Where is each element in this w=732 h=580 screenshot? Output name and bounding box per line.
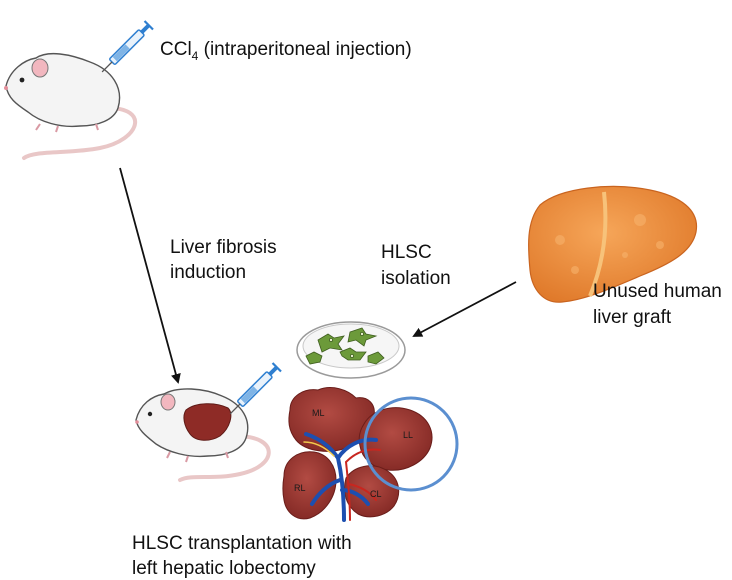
fibrosis-label-line2: induction bbox=[170, 262, 246, 283]
mouse-bottom bbox=[135, 388, 271, 482]
lobe-ml-label: ML bbox=[312, 408, 325, 418]
syringe-top-icon bbox=[101, 20, 154, 73]
transplant-label-line2: left hepatic lobectomy bbox=[132, 558, 316, 579]
mouse-top-tail bbox=[22, 106, 138, 160]
mouse-top-body bbox=[5, 52, 121, 128]
lobe-rl bbox=[282, 451, 337, 520]
cells-icon bbox=[305, 327, 385, 365]
resection-circle bbox=[363, 396, 459, 492]
isolation-label-line1: HLSC bbox=[381, 242, 432, 263]
graft-label-line1: Unused human bbox=[593, 281, 722, 302]
liver-lobes-diagram: ML LL RL CL bbox=[282, 387, 459, 522]
mouse-bottom-nose bbox=[135, 420, 139, 424]
vessels-icon bbox=[303, 432, 381, 522]
mouse-top-feet bbox=[35, 123, 99, 133]
lobe-cl-label: CL bbox=[370, 489, 382, 499]
mouse-top-eye bbox=[19, 77, 25, 83]
fibrosis-label-line1: Liver fibrosis bbox=[170, 237, 277, 258]
petri-dish-icon bbox=[296, 321, 406, 379]
fibrosis-arrow bbox=[119, 167, 181, 384]
human-liver-icon bbox=[527, 185, 698, 303]
mouse-top bbox=[4, 52, 138, 160]
mouse-top-nose bbox=[4, 86, 8, 90]
syringe-bottom-icon bbox=[229, 362, 282, 415]
mouse-bottom-eye bbox=[147, 411, 153, 417]
lobe-rl-label: RL bbox=[294, 483, 306, 493]
lobe-ll-label: LL bbox=[403, 430, 413, 440]
mouse-bottom-ear bbox=[160, 393, 176, 411]
isolation-arrow bbox=[412, 281, 517, 337]
graft-label-line2: liver graft bbox=[593, 307, 672, 328]
transplant-label-line1: HLSC transplantation with bbox=[132, 533, 352, 554]
lobe-ll bbox=[358, 407, 433, 471]
mouse-bottom-liver-icon bbox=[183, 403, 232, 441]
isolation-label-line2: isolation bbox=[381, 268, 451, 289]
ccl4-label: CCl4 (intraperitoneal injection) bbox=[160, 39, 412, 63]
mouse-bottom-tail bbox=[178, 434, 271, 482]
mouse-top-ear bbox=[31, 58, 49, 78]
